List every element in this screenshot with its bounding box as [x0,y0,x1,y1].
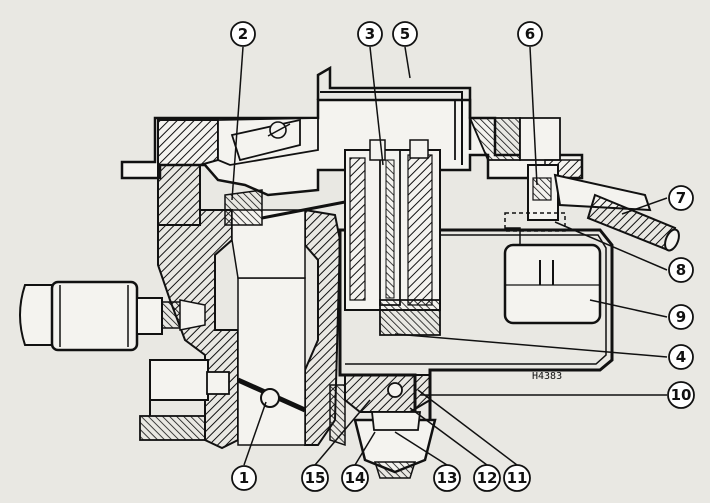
callout-circle [503,464,531,492]
callout-11: 11 [503,464,531,492]
callout-circle [668,185,694,211]
emulsion-tube-assembly [344,139,441,336]
callout-13: 13 [433,464,461,492]
callout-4: 4 [668,344,694,370]
side-solenoid-cylinder [19,280,206,352]
callout-10: 10 [667,381,695,409]
callout-number: 2 [238,25,248,43]
callout-circle [231,465,257,491]
float [503,227,602,325]
callout-number: 12 [477,469,498,487]
callout-12: 12 [473,464,501,492]
callout-2: 2 [230,21,256,47]
callout-7: 7 [668,185,694,211]
callout-15: 15 [301,464,329,492]
callout-number: 7 [676,189,686,207]
lower-valve-assembly [329,374,437,479]
callout-circle [517,21,543,47]
throttle-butterfly [236,377,307,413]
figure-code: H4383 [532,371,562,382]
callout-3: 3 [357,21,383,47]
callout-circle [341,464,369,492]
callout-number: 3 [365,25,375,43]
callout-number: 8 [676,261,686,279]
callout-circle [668,257,694,283]
callout-8: 8 [668,257,694,283]
callout-number: 10 [671,386,692,404]
callout-circle [667,381,695,409]
callout-circle [357,21,383,47]
callout-number: 9 [676,308,686,326]
lower-left-bracket [139,359,230,441]
callouts: 2 3 5 6 7 8 9 4 [230,21,695,492]
air-passage-flap [224,118,346,226]
callout-number: 6 [525,25,535,43]
callout-number: 5 [400,25,410,43]
callout-5: 5 [392,21,418,47]
callout-circle [668,344,694,370]
callout-circle [473,464,501,492]
callout-circle [301,464,329,492]
callout-circle [433,464,461,492]
callout-1: 1 [231,465,257,491]
callout-circle [392,21,418,47]
callout-number: 4 [676,348,686,366]
callout-number: 14 [345,469,366,487]
callout-circle [668,304,694,330]
callout-number: 15 [305,469,326,487]
callout-9: 9 [668,304,694,330]
callout-6: 6 [517,21,543,47]
needle-valve-assembly [504,164,680,252]
callout-number: 11 [507,469,528,487]
callout-number: 13 [437,469,458,487]
callout-14: 14 [341,464,369,492]
callout-number: 1 [239,469,249,487]
callout-circle [230,21,256,47]
